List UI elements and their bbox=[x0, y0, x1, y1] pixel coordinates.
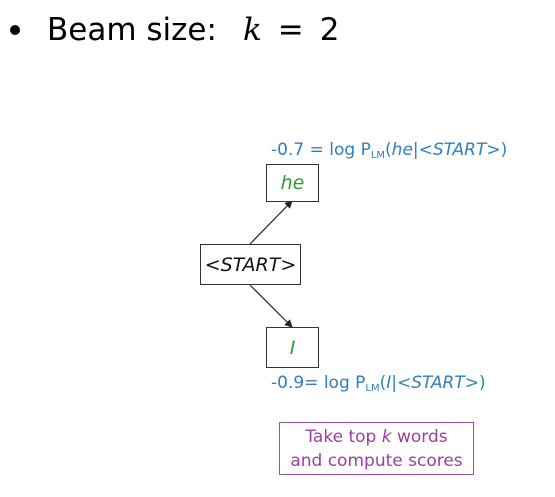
node-he: he bbox=[266, 164, 319, 202]
score-bar: | bbox=[412, 140, 419, 160]
node-start-label: <START> bbox=[204, 253, 297, 276]
score-word: I bbox=[386, 373, 392, 393]
note-line-1-variable: k bbox=[381, 426, 392, 447]
heading-value: 2 bbox=[319, 12, 340, 48]
node-i: I bbox=[266, 327, 319, 368]
node-he-label: he bbox=[280, 172, 305, 194]
score-close-paren: ) bbox=[478, 373, 486, 393]
score-log: log bbox=[329, 140, 356, 160]
score-condition: <START> bbox=[397, 373, 479, 393]
score-bar: | bbox=[391, 373, 398, 393]
score-value: -0.7 = bbox=[271, 140, 324, 160]
edge-start-to-i bbox=[249, 284, 293, 328]
node-start: <START> bbox=[200, 244, 301, 285]
note-line-2: and compute scores bbox=[290, 450, 463, 471]
heading-line: Beam size: k = 2 bbox=[8, 6, 339, 54]
score-sub: LM bbox=[365, 383, 380, 394]
score-prob: P bbox=[355, 373, 366, 393]
node-i-label: I bbox=[289, 336, 296, 359]
score-value: -0.9= bbox=[271, 373, 319, 393]
heading-variable: k bbox=[242, 12, 262, 48]
score-log: log bbox=[323, 373, 350, 393]
note-box: Take top k words and compute scores bbox=[279, 422, 474, 475]
score-sub: LM bbox=[370, 150, 386, 161]
score-open-paren: ( bbox=[379, 373, 387, 393]
score-close-paren: ) bbox=[500, 140, 508, 160]
note-line-1-suffix: words bbox=[396, 426, 448, 447]
heading-equals: = bbox=[277, 12, 304, 48]
score-condition: <START> bbox=[418, 140, 501, 160]
score-label-bottom: -0.9= log PLM(I|<START>) bbox=[271, 373, 486, 394]
score-label-top: -0.7 = log PLM(he|<START>) bbox=[271, 140, 507, 161]
score-prob: P bbox=[360, 140, 371, 160]
note-line-1-prefix: Take top bbox=[305, 426, 377, 447]
score-open-paren: ( bbox=[385, 140, 392, 160]
heading-label: Beam size: bbox=[47, 12, 217, 48]
edge-start-to-he bbox=[249, 200, 293, 245]
note-line-1: Take top k words bbox=[280, 425, 473, 449]
bullet-icon bbox=[10, 25, 20, 35]
score-word: he bbox=[391, 140, 413, 160]
